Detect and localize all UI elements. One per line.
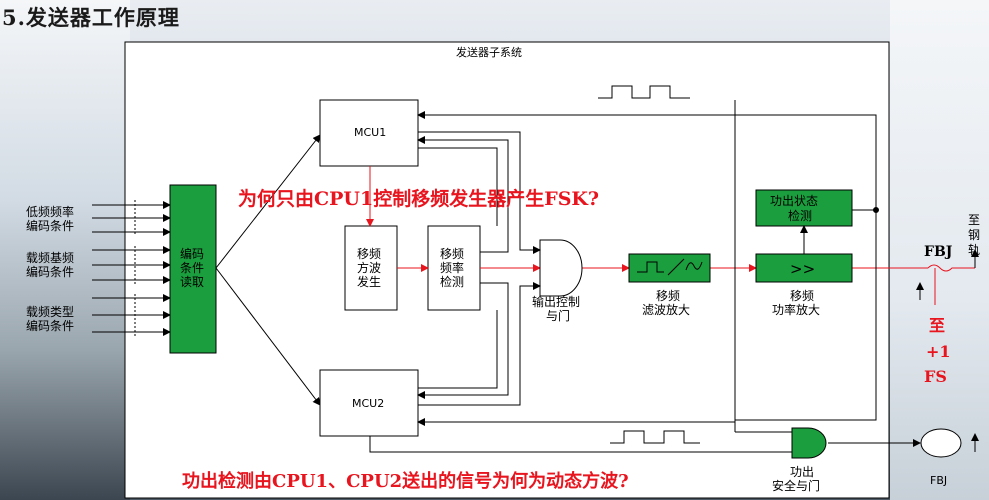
reader-to-mcu1-arrow: [215, 134, 321, 269]
to-fs-1: 至: [929, 316, 945, 335]
dynamic-square-wave-top: [598, 85, 690, 99]
amplifier-chevron-icon: >>: [790, 260, 815, 278]
filter-label-2: 滤波放大: [642, 302, 690, 317]
reader-to-mcu2-arrow: [215, 267, 321, 406]
power-amp-label-2: 功率放大: [772, 302, 820, 317]
encoding-reader-block: [169, 184, 217, 354]
filter-waveform-icon: [637, 258, 703, 276]
status-detect-block: [755, 189, 853, 227]
reader-label-2: 条件: [180, 261, 204, 275]
status-label-2: 检测: [788, 208, 812, 223]
fsk-label-2: 方波: [357, 260, 381, 275]
filter-amplifier-block: [628, 253, 711, 283]
gate-label-2: 与门: [546, 308, 570, 323]
question-cpu1-fsk: 为何只由CPU1控制移频发生器产生FSK?: [238, 187, 599, 210]
frequency-detect-block: [427, 225, 481, 311]
input-label-1b: 编码条件: [26, 218, 74, 233]
detect-label-2: 频率: [440, 260, 464, 275]
power-amp-label-1: 移频: [790, 289, 814, 303]
detect-label-3: 检测: [440, 274, 464, 289]
filter-label-1: 移频: [656, 289, 680, 303]
control-lines: [369, 100, 921, 453]
gate-label-1: 输出控制: [532, 294, 580, 309]
fbj-relay-icon: [920, 428, 962, 458]
safety-and-gate: [791, 427, 827, 459]
fsk-label-1: 移频: [357, 247, 381, 261]
mcu2-label: MCU2: [352, 397, 384, 410]
fsk-label-3: 发生: [357, 274, 381, 289]
fsk-generator-block: [344, 225, 398, 311]
fbj-label: FBJ: [924, 244, 953, 260]
to-fs-3: FS: [924, 367, 947, 386]
status-label-1: 功出状态: [770, 194, 818, 208]
mcu1-label: MCU1: [354, 126, 386, 139]
to-rail-2: 钢: [968, 228, 980, 242]
page-title: 5.发送器工作原理: [2, 5, 180, 30]
fsk-signal-path: [397, 264, 975, 272]
to-rail-1: 至: [968, 213, 980, 227]
power-amplifier-block: [755, 253, 853, 283]
input-label-3b: 编码条件: [26, 318, 74, 333]
output-and-gate: [539, 239, 583, 297]
input-arrows: [92, 200, 171, 336]
reader-label-1: 编码: [180, 246, 204, 261]
input-label-2b: 编码条件: [26, 264, 74, 279]
to-fs-2: +1: [926, 342, 951, 361]
question-dynamic-wave: 功出检测由CPU1、CPU2送出的信号为何为动态方波?: [182, 470, 629, 492]
dynamic-square-wave-bottom: [610, 430, 700, 444]
mcu2-block: [319, 369, 419, 437]
input-label-3a: 载频类型: [26, 305, 74, 319]
input-label-2a: 载频基频: [26, 251, 74, 265]
input-label-1a: 低频频率: [26, 204, 74, 219]
mcu1-block: [319, 99, 419, 167]
input-labels: 低频频率 编码条件 载频基频 编码条件 载频类型 编码条件: [26, 204, 74, 333]
fbj-bottom-label: FBJ: [930, 474, 947, 487]
detect-label-1: 移频: [440, 247, 464, 261]
safety-label-2: 安全与门: [772, 478, 820, 493]
safety-label-1: 功出: [790, 465, 814, 479]
system-label: 发送器子系统: [456, 45, 522, 59]
reader-label-3: 读取: [180, 275, 204, 289]
to-rail-3: 轨: [968, 243, 980, 257]
